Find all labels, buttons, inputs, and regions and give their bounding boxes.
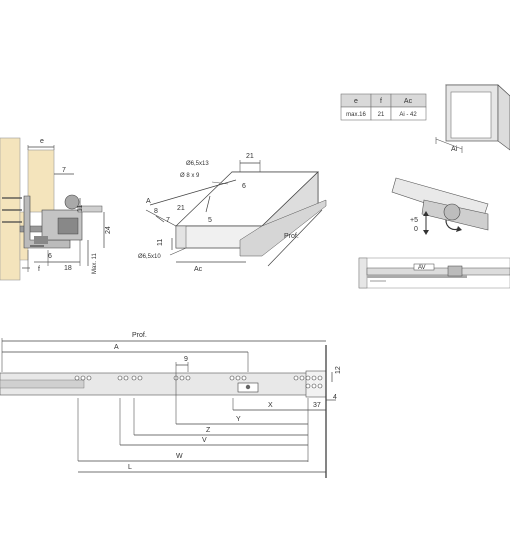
spec-table: e f Ac max.16 21 Ai - 42 xyxy=(340,93,427,121)
adjust-zero-label: 0 xyxy=(414,226,418,233)
drawer-label-hole-13: Ø6,5x13 xyxy=(186,161,209,167)
rail-pitch-label: 9 xyxy=(184,356,188,363)
rail-z-label: Z xyxy=(206,427,211,434)
cabinet-diagram: Ai xyxy=(435,84,510,153)
rail-gap-label: 4 xyxy=(333,394,337,401)
drawer-label-5: 5 xyxy=(208,217,212,224)
drawer-label-6: 6 xyxy=(242,183,246,190)
side-label-24: 24 xyxy=(105,226,112,234)
side-label-f: f xyxy=(38,266,40,273)
rail-offset-label: 37 xyxy=(313,402,321,409)
side-label-18: 18 xyxy=(64,265,72,272)
rail-w-label: W xyxy=(176,453,183,460)
rail-hole-groups xyxy=(74,375,323,389)
drawer-label-hole-8x9: Ø 8 x 9 xyxy=(180,173,200,179)
side-label-e: e xyxy=(40,138,44,145)
side-label-max11: Max. 11 xyxy=(92,252,98,274)
table-header-f: f xyxy=(380,98,382,105)
drawer-isometric-view: 21 Ø6,5x13 Ø 8 x 9 6 A 8 21 7 5 11 Ø6,5x… xyxy=(138,153,327,273)
runner-detail-view: AV xyxy=(358,257,510,289)
table-header-ac: Ac xyxy=(404,98,413,105)
drawer-label-prof: Prof. xyxy=(284,233,299,240)
runner-av-label: AV xyxy=(418,265,426,271)
rail-a-label: A xyxy=(114,344,119,351)
drawer-label-21-side: 21 xyxy=(177,205,185,212)
rail-prof-label: Prof. xyxy=(132,332,147,339)
adjust-plus-label: +5 xyxy=(410,217,418,224)
rail-height-label: 12 xyxy=(335,366,342,374)
drawer-label-21-top: 21 xyxy=(246,153,254,160)
side-label-6: 6 xyxy=(48,253,52,260)
drawer-label-11: 11 xyxy=(157,239,164,246)
table-value-e: max.16 xyxy=(346,112,366,118)
rail-x-label: X xyxy=(268,402,273,409)
side-label-11: 11 xyxy=(77,205,84,212)
table-header-e: e xyxy=(354,98,358,105)
drawer-label-8: 8 xyxy=(154,208,158,215)
rail-v-label: V xyxy=(202,437,207,444)
drawer-label-ac: Ac xyxy=(194,266,203,273)
rail-l-label: L xyxy=(128,464,132,471)
rail-elevation-view: Prof. A 9 12 X 37 4 Y Z V W L xyxy=(0,332,342,478)
drawer-label-a: A xyxy=(146,198,151,205)
drawer-label-hole-10: Ø6,5x10 xyxy=(138,254,161,260)
table-value-f: 21 xyxy=(378,112,385,118)
side-section-view: e 7 11 24 6 18 f Max. 11 xyxy=(0,137,112,281)
drawer-label-7: 7 xyxy=(166,217,170,224)
rail-y-label: Y xyxy=(236,416,241,423)
side-label-7: 7 xyxy=(62,167,66,174)
table-value-ac: Ai - 42 xyxy=(399,112,417,118)
cabinet-ai-label: Ai xyxy=(451,146,458,153)
height-adjustment-view: +5 0 xyxy=(391,177,489,235)
